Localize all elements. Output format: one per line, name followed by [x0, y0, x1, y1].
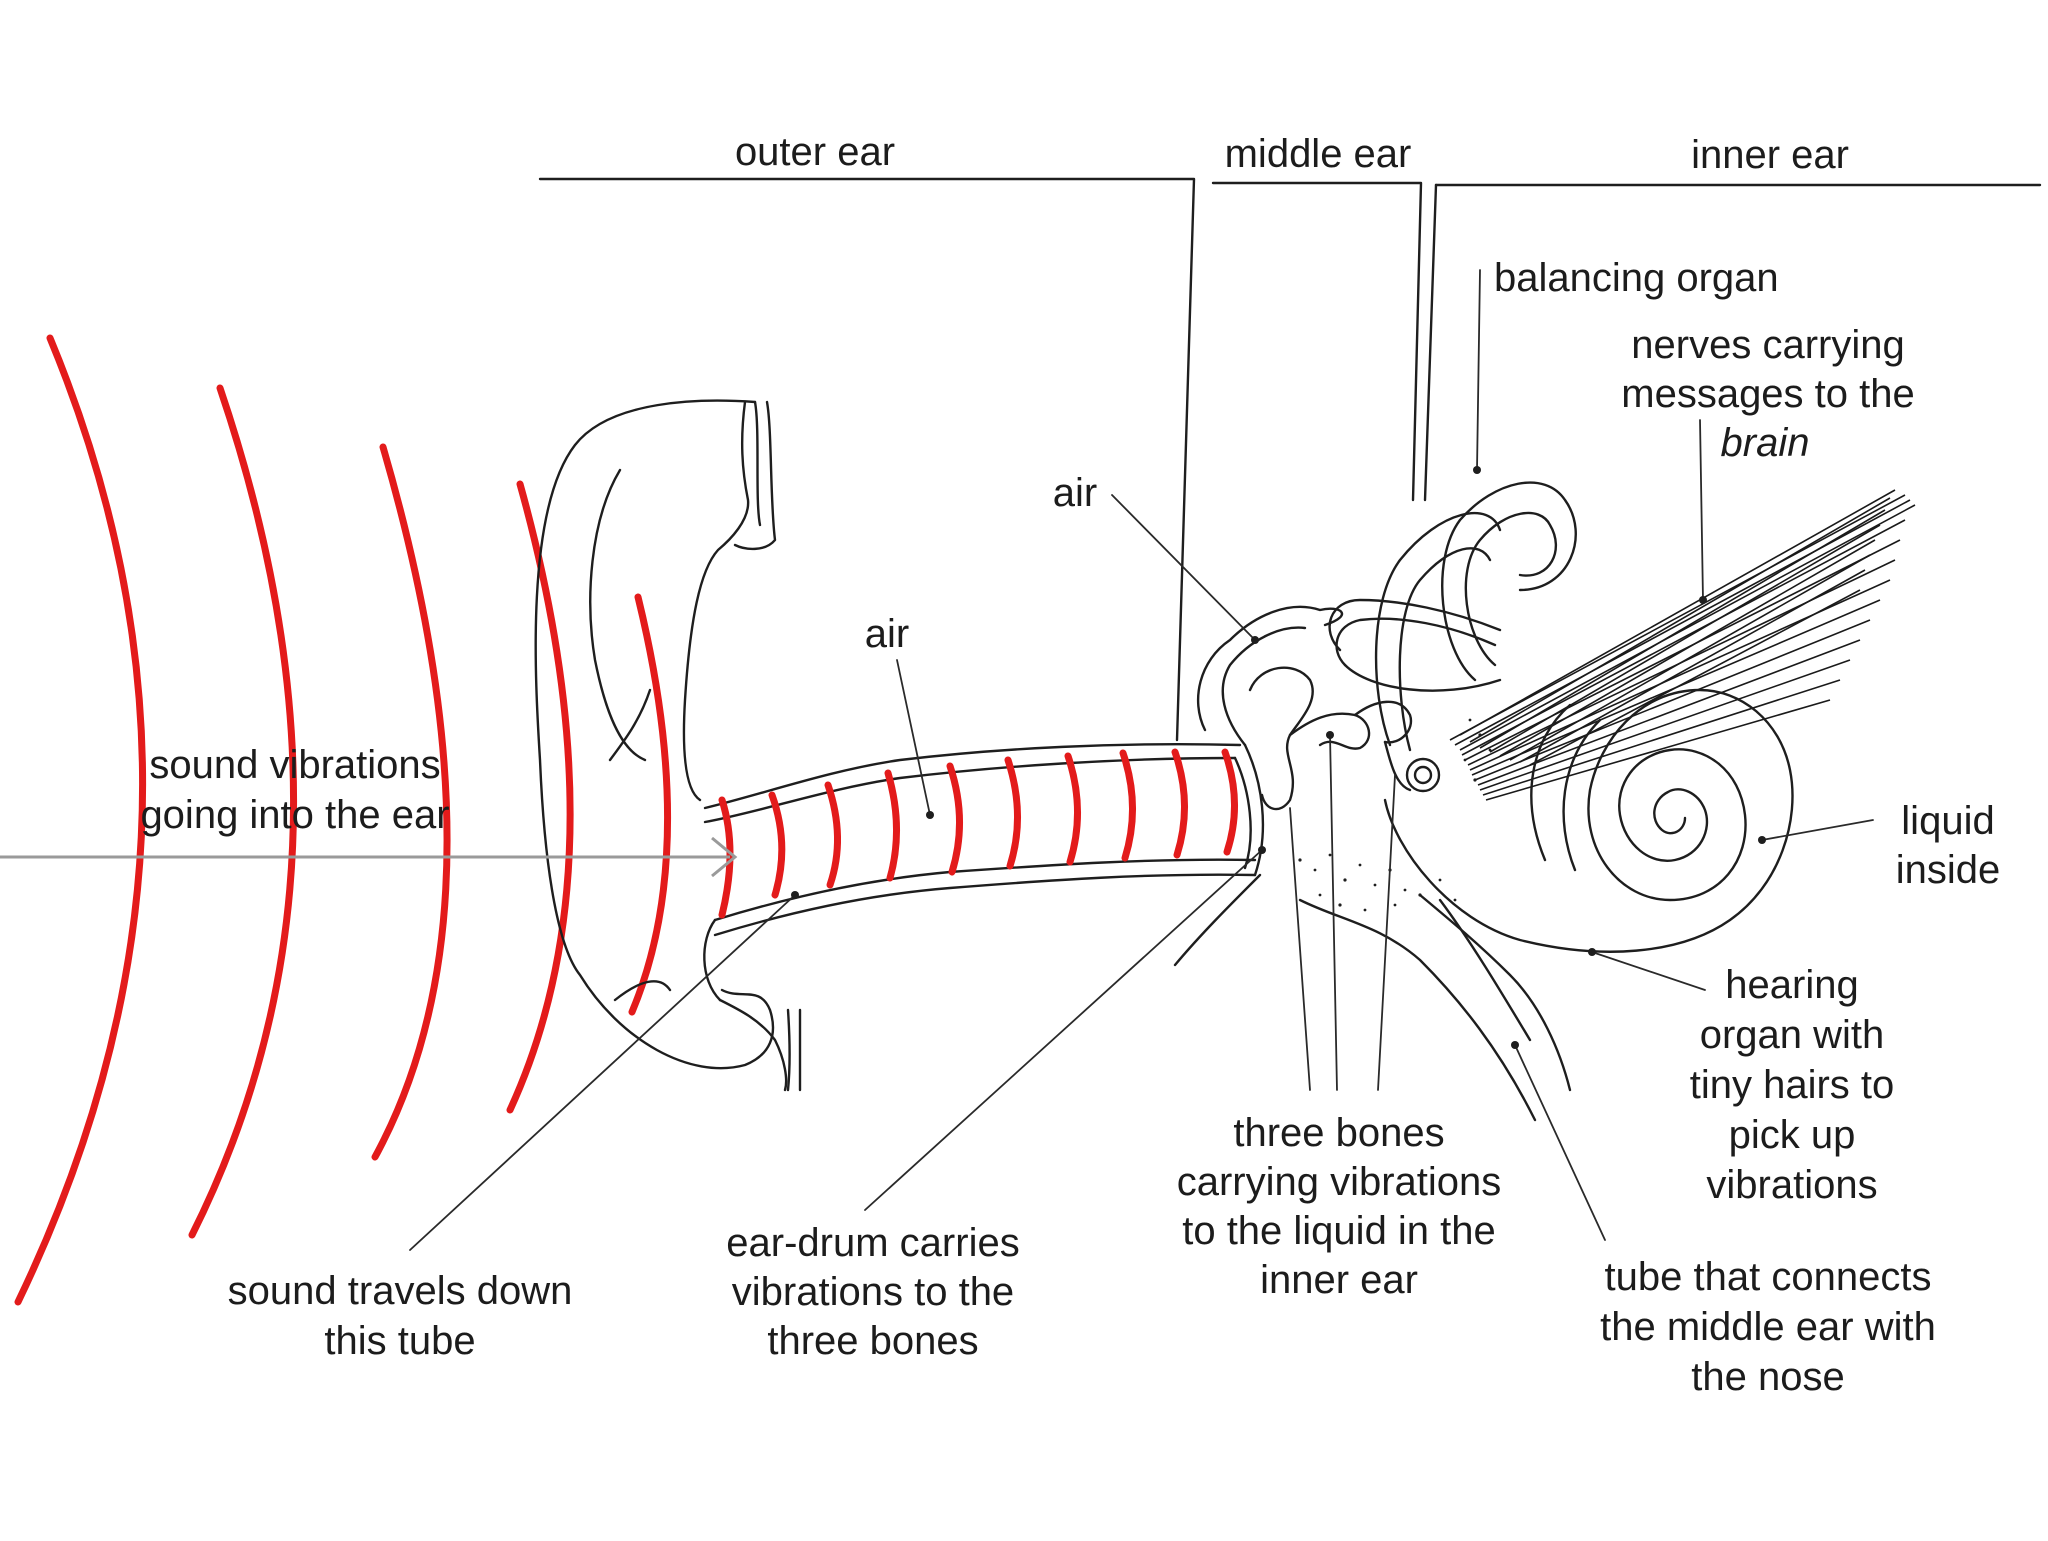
ear-canal — [703, 743, 1257, 1002]
label-sound-vibrations-2: going into the ear — [140, 793, 449, 837]
label-balancing-organ: balancing organ — [1494, 256, 1779, 300]
canal-waves — [718, 748, 1239, 919]
semicircular-canals — [1328, 481, 1577, 752]
label-liquid-2: inside — [1896, 848, 2001, 892]
label-nerves-2: messages to the — [1621, 372, 1915, 416]
label-bones-1: three bones — [1233, 1111, 1444, 1155]
header-inner-ear: inner ear — [1691, 133, 1849, 177]
label-nerves-3: brain — [1721, 421, 1810, 465]
label-air-middle: air — [1053, 471, 1097, 515]
label-liquid-1: liquid — [1901, 799, 1994, 843]
nerve-bundle — [1449, 489, 1916, 801]
header-middle-ear: middle ear — [1225, 132, 1412, 176]
label-eustachian-2: the middle ear with — [1600, 1305, 1936, 1349]
section-brackets — [538, 177, 2042, 742]
label-sound-vibrations-1: sound vibrations — [149, 743, 440, 787]
label-eardrum-1: ear-drum carries — [726, 1221, 1019, 1265]
label-hearing-5: vibrations — [1706, 1163, 1877, 1207]
label-bones-3: to the liquid in the — [1182, 1209, 1496, 1253]
sound-arrow — [0, 836, 738, 878]
label-bones-2: carrying vibrations — [1177, 1160, 1502, 1204]
cochlea — [1383, 688, 1794, 953]
label-hearing-4: pick up — [1729, 1113, 1856, 1157]
label-air-canal: air — [865, 612, 909, 656]
label-eardrum-3: three bones — [767, 1319, 978, 1363]
label-nerves-1: nerves carrying — [1631, 323, 1904, 367]
pinna — [534, 399, 802, 1092]
label-hearing-3: tiny hairs to — [1690, 1063, 1895, 1107]
label-eustachian-3: the nose — [1691, 1355, 1844, 1399]
header-outer-ear: outer ear — [735, 130, 895, 174]
label-tube-1: sound travels down — [228, 1269, 573, 1313]
label-eustachian-1: tube that connects — [1605, 1255, 1932, 1299]
label-tube-2: this tube — [324, 1319, 475, 1363]
label-hearing-2: organ with — [1700, 1013, 1885, 1057]
leader-lines — [409, 269, 1874, 1251]
middle-ear — [1173, 605, 1572, 1122]
label-bones-4: inner ear — [1260, 1258, 1418, 1302]
label-eardrum-2: vibrations to the — [732, 1270, 1014, 1314]
sound-waves — [14, 334, 672, 1306]
label-hearing-1: hearing — [1725, 963, 1858, 1007]
